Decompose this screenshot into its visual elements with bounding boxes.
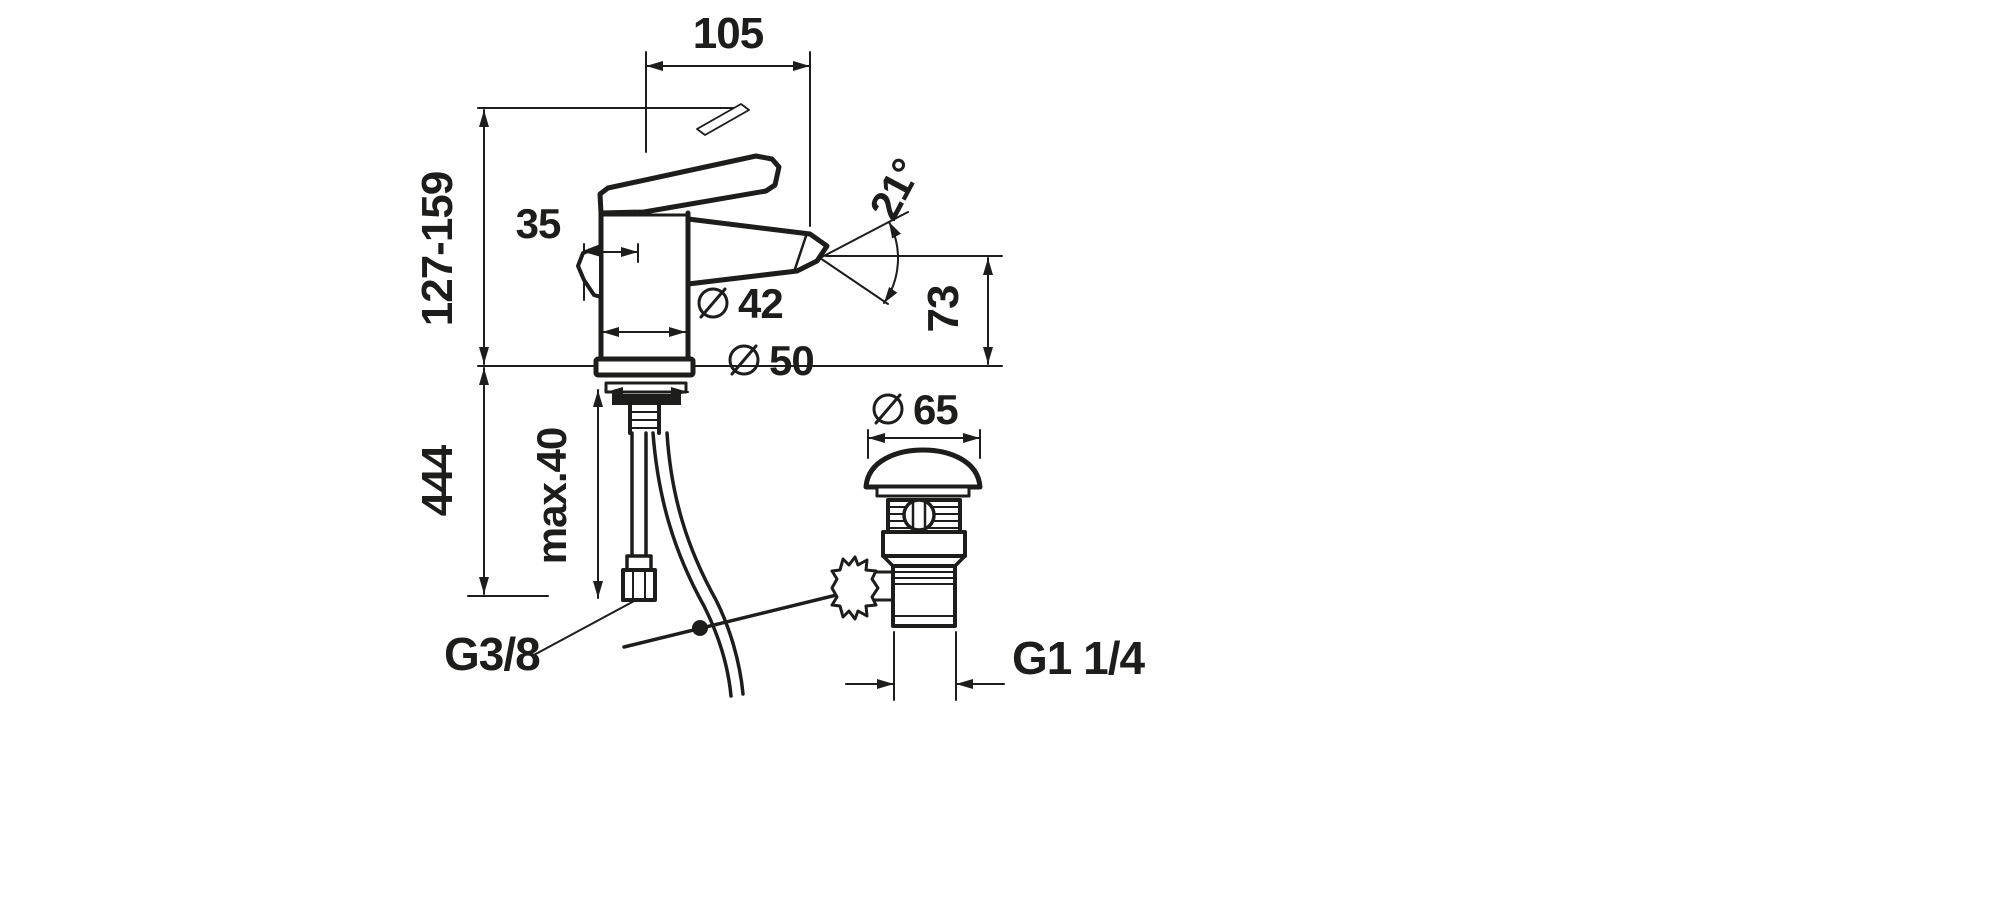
hose-nut-g38 (621, 568, 657, 602)
arrowhead (884, 287, 898, 303)
spout-tip-joint (793, 234, 808, 271)
arrowhead (669, 327, 686, 337)
arrowhead (621, 247, 638, 257)
arrowhead (584, 247, 601, 257)
dim-lever-projection: 35 (516, 200, 561, 247)
lever-handle (597, 153, 782, 216)
body-taper (953, 554, 967, 568)
reference-lines (467, 51, 1003, 701)
supply-hose (651, 431, 733, 698)
body-left-projection (576, 244, 603, 299)
knurled-linkage-nut (830, 555, 880, 621)
dimension-lines (479, 61, 1005, 689)
svg-text:50: 50 (769, 337, 814, 384)
waste-assembly (830, 447, 983, 628)
dim-base-diameter: 50 (728, 337, 815, 384)
base-flange (593, 356, 696, 378)
spout (685, 216, 830, 287)
dim-spout-reach: 105 (693, 9, 764, 58)
arrowhead (793, 61, 810, 71)
dim-max-deck-thickness: max.40 (528, 428, 575, 564)
dim-outlet-height: 73 (919, 286, 968, 333)
diameter-icon (874, 393, 902, 425)
arrowhead (877, 679, 894, 689)
arrowhead (593, 581, 603, 598)
rubber-seal (612, 394, 681, 405)
faucet-outline (576, 103, 855, 698)
popup-rod-ball-joint (692, 620, 708, 636)
diameter-icon (728, 344, 760, 376)
angle-leg (819, 257, 889, 305)
arrowhead (983, 347, 993, 364)
diameter-icon (697, 287, 729, 319)
dim-body-diameter: 42 (697, 280, 784, 327)
dim-hose-length: 444 (413, 444, 462, 516)
arrowhead (479, 110, 489, 127)
dim-supply-thread: G3/8 (444, 628, 540, 680)
dim-waste-thread: G1 1/4 (1012, 632, 1146, 684)
leader-line (531, 599, 637, 657)
arrowhead (479, 577, 489, 594)
dim-spout-angle: 21° (860, 151, 930, 226)
arrowhead (602, 327, 619, 337)
arrowhead (868, 433, 885, 443)
waste-cap-plate (875, 485, 971, 498)
body-taper (881, 554, 895, 568)
waste-nut-band (881, 530, 967, 558)
dimension-labels: 105 127-159 35 42 50 21° 73 444 max.40 6… (413, 9, 1147, 684)
hose-fitting (625, 554, 653, 572)
svg-text:42: 42 (738, 280, 783, 327)
supply-hose (665, 431, 745, 696)
popup-rod (622, 589, 855, 649)
slotted-screw (902, 498, 936, 532)
arrowhead (646, 61, 663, 71)
arrowhead (593, 390, 603, 407)
arrowhead (889, 222, 901, 239)
waste-cap-dome (863, 447, 983, 490)
lever-raised-position (696, 103, 750, 136)
arrowhead (479, 347, 489, 364)
arrowhead (963, 433, 980, 443)
dim-height-range: 127-159 (413, 172, 462, 326)
diameter-icon (730, 344, 758, 376)
arrowhead (606, 387, 623, 397)
arrowhead (671, 387, 688, 397)
arrowhead (479, 368, 489, 385)
arrowhead (956, 679, 973, 689)
diameter-icon (699, 287, 727, 319)
arrowhead (983, 258, 993, 275)
dim-waste-cap-diameter: 65 (872, 386, 959, 433)
svg-text:65: 65 (913, 386, 958, 433)
diameter-icon (872, 393, 904, 425)
angle-leg (819, 211, 909, 259)
